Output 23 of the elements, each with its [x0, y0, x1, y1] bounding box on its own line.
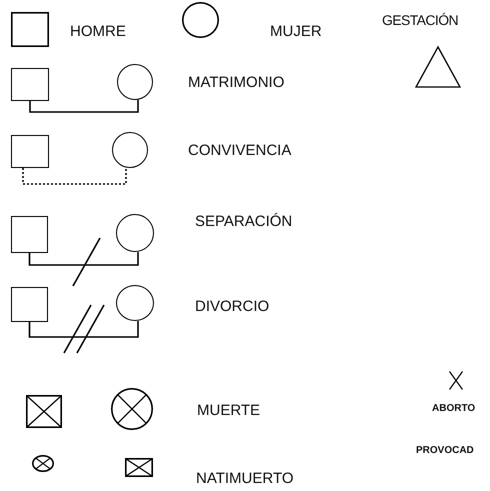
circle-symbol [116, 214, 154, 252]
type-label: NATIMUERTO [196, 471, 294, 486]
square-symbol [11, 287, 48, 322]
type-label: MUJER [270, 24, 322, 39]
type-label: DIVORCIO [195, 299, 270, 314]
type-label: CONVIVENCIA [188, 143, 292, 158]
type-label: MUERTE [197, 403, 260, 418]
type-label: ABORTO [432, 404, 476, 414]
type-label: HOMRE [70, 24, 126, 39]
relationship-line [28, 252, 139, 266]
circle-symbol [117, 64, 153, 100]
square-symbol [11, 68, 49, 101]
square-symbol [11, 216, 48, 253]
type-label: MATRIMONIO [188, 75, 284, 90]
relationship-line [28, 321, 139, 338]
circle-symbol [112, 132, 148, 168]
circle-symbol [116, 285, 154, 321]
type-label: SEPARACIÓN [195, 214, 292, 229]
type-label: GESTACIÓN [382, 13, 458, 27]
square-symbol [11, 135, 49, 168]
type-label: PROVOCAD [416, 446, 474, 456]
relationship-line [22, 168, 127, 185]
relationship-line [29, 100, 139, 113]
